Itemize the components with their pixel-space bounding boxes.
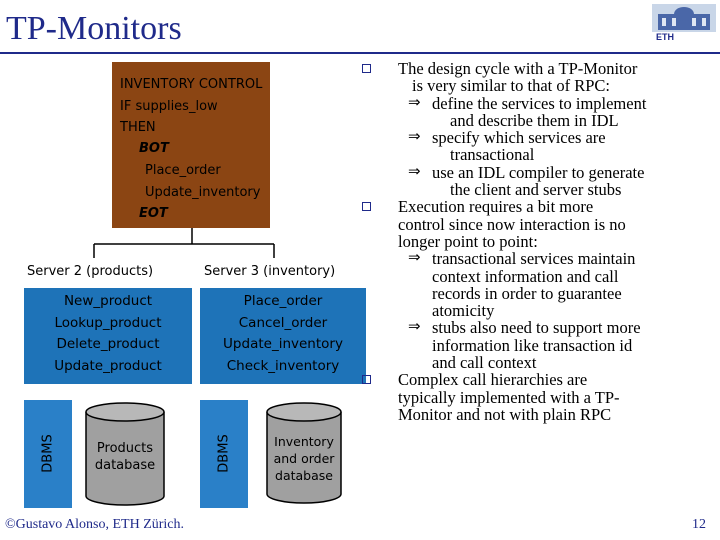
dbms-server-3: DBMS	[200, 400, 248, 508]
inventory-bot: BOT	[139, 141, 169, 156]
inventory-database-cylinder	[266, 402, 342, 504]
products-database-label: Products database	[94, 441, 156, 473]
dbms-server-2: DBMS	[24, 400, 72, 508]
service-delete-product: Delete_product	[56, 336, 160, 352]
inventory-line-if: IF supplies_low	[120, 99, 218, 114]
implies-arrow-icon: ⇒	[408, 129, 421, 146]
server-2-services-box: New_product Lookup_product Delete_produc…	[24, 288, 192, 384]
bullet-2-line-1: Execution requires a bit more	[398, 197, 594, 217]
bullet-list: The design cycle with a TP-Monitor is ve…	[362, 60, 718, 423]
footer-copyright: ©Gustavo Alonso, ETH Zürich.	[5, 517, 185, 532]
bullet-1-sub-3-line-2: the client and server stubs	[450, 180, 622, 200]
inventory-line-then: THEN	[120, 120, 156, 135]
bullet-2-line-2: control since now interaction is no	[398, 214, 626, 234]
implies-arrow-icon: ⇒	[408, 250, 421, 267]
bullet-2: Execution requires a bit more control si…	[362, 198, 718, 371]
service-update-product: Update_product	[54, 358, 162, 374]
inventory-heading: INVENTORY CONTROL	[120, 77, 263, 92]
page-title: TP-Monitors	[6, 10, 182, 47]
bullet-2-sub-2-line-3: and call context	[432, 353, 537, 373]
eth-logo: ETH	[652, 4, 716, 48]
implies-arrow-icon: ⇒	[408, 319, 421, 336]
bullet-2-sub-2-line-2: information like transaction id	[432, 335, 633, 355]
bullet-2-sub-1-line-2: context information and call	[432, 266, 619, 286]
server-3-services-box: Place_order Cancel_order Update_inventor…	[200, 288, 366, 384]
inventory-control-box	[112, 62, 270, 228]
server-3-label: Server 3 (inventory)	[204, 264, 336, 279]
bullet-3-line-3: Monitor and not with plain RPC	[398, 404, 612, 424]
bullet-3-line-1: Complex call hierarchies are	[398, 370, 588, 390]
page-number: 12	[692, 517, 706, 532]
bullet-3-line-2: typically implemented with a TP-	[398, 387, 620, 407]
square-bullet-icon	[362, 375, 371, 385]
inventory-eot: EOT	[139, 206, 168, 221]
inventory-database-label: Inventory and order database	[273, 434, 335, 483]
bullet-1-sub-2-line-1: specify which services are	[432, 128, 606, 148]
bullet-2-sub-1-line-4: atomicity	[432, 301, 495, 321]
logo-text: ETH	[656, 32, 674, 42]
inventory-action-place-order: Place_order	[145, 163, 221, 178]
products-database-cylinder	[85, 402, 165, 506]
bullet-2-line-3: longer point to point:	[398, 231, 538, 251]
service-cancel-order: Cancel_order	[238, 315, 328, 331]
implies-arrow-icon: ⇒	[408, 94, 421, 111]
bullet-1: The design cycle with a TP-Monitor is ve…	[362, 60, 718, 198]
square-bullet-icon	[362, 64, 371, 73]
implies-arrow-icon: ⇒	[408, 163, 421, 180]
bullet-3: Complex call hierarchies are typically i…	[362, 371, 718, 423]
bullet-1-sub-1-line-1: define the services to implement	[432, 93, 647, 113]
dbms-label-server-2: DBMS	[40, 434, 56, 473]
bullet-2-sub-2-line-1: stubs also need to support more	[432, 318, 641, 338]
inventory-action-update-inventory: Update_inventory	[145, 185, 261, 200]
service-new-product: New_product	[63, 293, 153, 309]
bullet-1-line-2: is very similar to that of RPC:	[412, 76, 610, 96]
bullet-1-sub-1-line-2: and describe them in IDL	[450, 110, 619, 130]
service-lookup-product: Lookup_product	[54, 315, 162, 331]
bullet-1-line-1: The design cycle with a TP-Monitor	[398, 59, 638, 78]
building-icon	[652, 4, 716, 32]
square-bullet-icon	[362, 202, 371, 212]
title-divider	[0, 52, 720, 54]
bullet-1-sub-3-line-1: use an IDL compiler to generate	[432, 162, 645, 182]
service-place-order: Place_order	[243, 293, 323, 309]
bullet-2-sub-1-line-3: records in order to guarantee	[432, 283, 622, 303]
service-check-inventory: Check_inventory	[226, 358, 340, 374]
bullet-1-sub-2-line-2: transactional	[450, 145, 535, 165]
server-2-label: Server 2 (products)	[27, 264, 154, 279]
service-update-inventory: Update_inventory	[223, 336, 343, 352]
bullet-2-sub-1-line-1: transactional services maintain	[432, 249, 636, 269]
dbms-label-server-3: DBMS	[216, 434, 232, 473]
